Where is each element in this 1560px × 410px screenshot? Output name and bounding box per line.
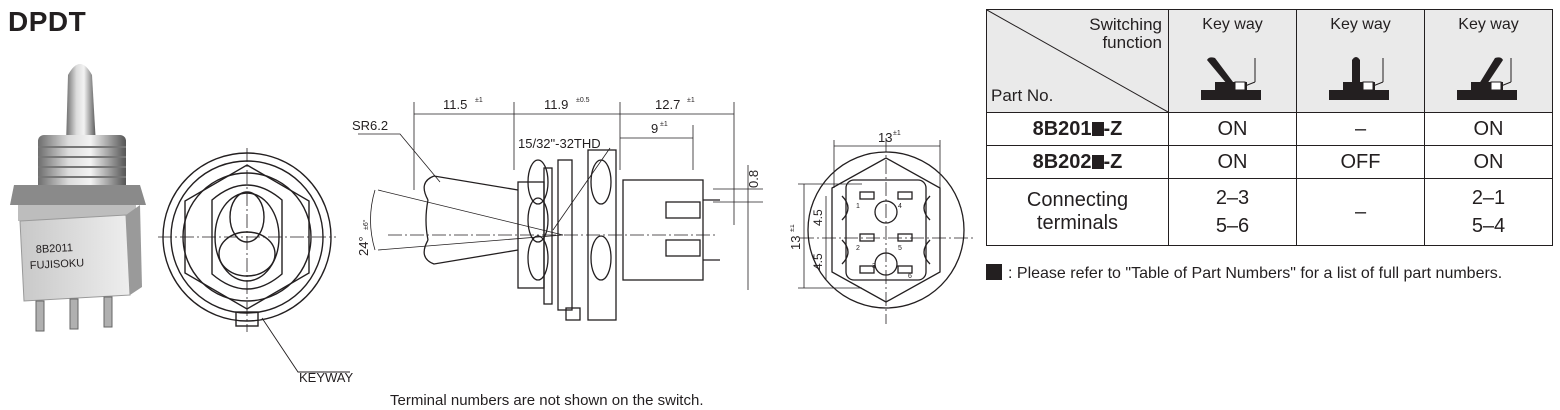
rear-width: 13 [878,130,892,145]
dim-b: 11.9 [544,97,568,112]
photo-marking-2: FUJISOKU [30,257,85,272]
dim-b-tol: ±0.5 [576,97,590,104]
footnote: Terminal numbers are not shown on the sw… [390,392,704,409]
table-cell: ON [1168,145,1297,179]
page-title: DPDT [8,6,87,37]
table-cell: ON [1168,112,1297,146]
keyway-header: Key way [1330,16,1391,33]
table-row: 8B202-Z ON OFF ON [986,145,1553,179]
dim-d: 9 [651,121,658,136]
terminal-2: 2 [856,245,860,252]
dim-d-tol: ±1 [660,121,668,128]
table-header-row: Switching function Part No. Key way Key … [986,9,1553,113]
table-cell: – [1296,112,1425,146]
side-view-drawing: 11.5 ±1 11.9 ±0.5 12.7 ±1 9 ±1 0.8 SR6.2… [352,97,763,321]
keyway-label: KEYWAY [299,370,354,385]
header-corner: Switching function Part No. [986,9,1169,113]
terminal-3: 3 [872,263,876,270]
keyway-col-3: Key way [1424,9,1553,113]
keyway-col-1: Key way [1168,9,1297,113]
table-cell: OFF [1296,145,1425,179]
keyway-header: Key way [1458,16,1519,33]
thread-label: 15/32"-32THD [518,136,601,151]
note: : Please refer to "Table of Part Numbers… [986,262,1556,286]
dim-e: 0.8 [746,170,761,188]
keyway-col-2: Key way [1296,9,1425,113]
placeholder-square-icon [1091,154,1104,169]
toggle-center-icon [1329,57,1389,100]
diagonal-line [987,10,1168,112]
part-no-label: Part No. [991,86,1054,105]
part-number: 8B201-Z [986,112,1169,146]
placeholder-square-icon [986,264,1002,280]
radius-label: SR6.2 [352,118,388,133]
terminal-5: 5 [898,245,902,252]
rear-width-tol: ±1 [893,130,901,137]
terminal-1: 1 [856,203,860,210]
spec-table: Switching function Part No. Key way Key … [986,9,1553,246]
table-cell: ON [1424,112,1553,146]
rear-height: 13 [790,236,803,250]
rear-height-tol: ±1 [790,224,796,232]
rear-view-drawing: 13 ±1 13 ±1 4.5 4.5 1 4 2 5 3 6 [790,130,974,324]
toggle-left-icon [1201,57,1261,100]
product-photo: 8B2011 FUJISOKU [10,64,146,332]
table-row: 8B201-Z ON – ON [986,112,1553,146]
dim-c-tol: ±1 [687,97,695,104]
angle-label: 24° [356,236,371,256]
placeholder-square-icon [1091,121,1104,136]
dim-a: 11.5 [443,97,467,112]
dim-a-tol: ±1 [475,97,483,104]
switching-function-label: Switching function [1089,15,1162,52]
table-cell: ON [1424,145,1553,179]
table-cell: – [1296,178,1425,246]
rear-pitch-2: 4.5 [811,253,825,270]
part-number: 8B202-Z [986,145,1169,179]
angle-tol: ±6° [362,219,370,230]
dim-c: 12.7 [655,97,680,112]
toggle-right-icon [1457,57,1517,100]
keyway-header: Key way [1202,16,1263,33]
rear-pitch-1: 4.5 [811,209,825,226]
terminal-4: 4 [898,203,902,210]
photo-marking-1: 8B2011 [36,242,74,256]
terminal-6: 6 [908,273,912,280]
front-view-drawing [158,148,350,373]
terminals-label: Connecting terminals [986,178,1169,246]
